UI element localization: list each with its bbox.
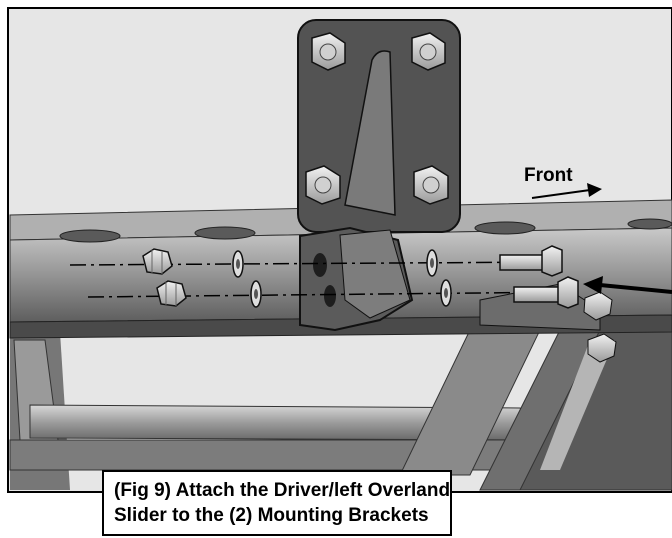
washer xyxy=(426,249,438,277)
figure-caption: (Fig 9) Attach the Driver/left Overland … xyxy=(102,470,452,536)
hex-nut xyxy=(142,248,173,275)
washer xyxy=(232,250,244,278)
rail-slot xyxy=(194,226,256,240)
rail-slot xyxy=(627,218,672,230)
hex-nut xyxy=(156,280,187,307)
caption-line-2: Slider to the (2) Mounting Brackets xyxy=(114,505,429,526)
rail-slot xyxy=(474,221,536,235)
washer xyxy=(440,279,452,307)
front-direction-label: Front xyxy=(524,165,573,186)
front-direction-arrow xyxy=(531,183,602,199)
bracket-bolt xyxy=(305,165,341,205)
rail-slot xyxy=(59,229,121,243)
hex-bolt xyxy=(499,245,563,277)
bracket-bolt xyxy=(413,165,449,205)
lower-frame xyxy=(9,329,672,491)
washer xyxy=(250,280,262,308)
callout-arrow xyxy=(583,276,672,294)
bracket-bolt xyxy=(411,32,446,71)
caption-line-1: (Fig 9) Attach the Driver/left Overland xyxy=(114,480,451,501)
hex-bolt xyxy=(513,276,579,309)
bracket-bolt xyxy=(311,32,346,71)
